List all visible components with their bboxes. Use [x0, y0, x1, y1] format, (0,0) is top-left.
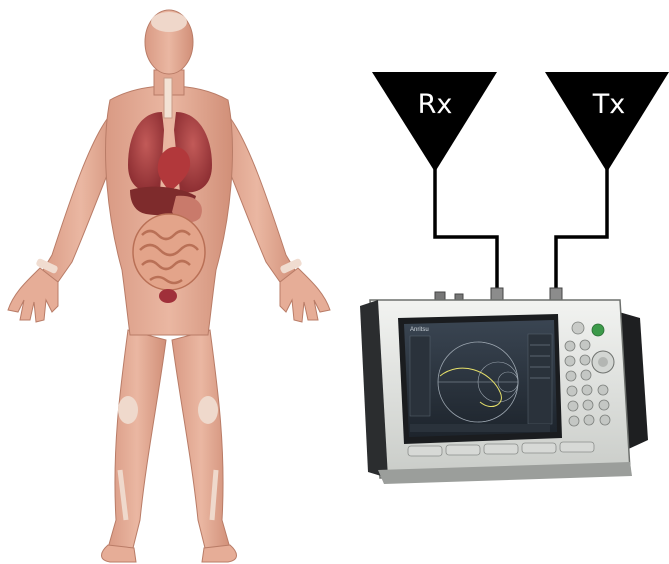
soft-key[interactable]	[446, 445, 480, 455]
intestines	[133, 214, 205, 290]
rx-cable	[435, 160, 497, 295]
rx-antenna: Rx	[372, 72, 497, 172]
bladder	[159, 289, 177, 303]
tx-cable	[556, 160, 607, 295]
soft-key[interactable]	[560, 442, 594, 452]
rx-antenna-label: Rx	[418, 89, 453, 120]
tx-antenna-label: Tx	[592, 89, 625, 120]
brand-label: Anritsu	[410, 327, 429, 333]
tx-antenna: Tx	[545, 72, 669, 172]
tx-port-connector	[550, 288, 562, 300]
soft-key[interactable]	[408, 446, 442, 456]
human-anatomy-figure	[8, 10, 330, 562]
vector-network-analyzer: Anritsu	[360, 288, 648, 484]
soft-key[interactable]	[484, 444, 518, 454]
rx-port-connector	[491, 288, 503, 300]
power-button[interactable]	[592, 324, 604, 336]
soft-key[interactable]	[522, 443, 556, 453]
analyzer-screen: Anritsu	[404, 320, 557, 437]
